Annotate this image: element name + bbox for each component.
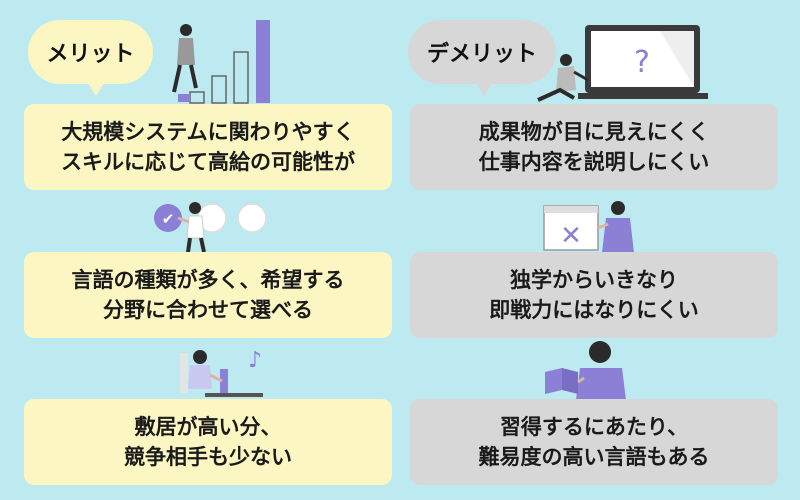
merit-card-3: 敷居が高い分、 競争相手も少ない <box>24 399 392 485</box>
merit-heading-text: メリット <box>46 42 135 67</box>
demerit-card-3: 習得するにあたり、 難易度の高い言語もある <box>410 399 778 485</box>
screen-x-illustration: ✕ <box>543 201 634 253</box>
demerit-heading-text: デメリット <box>426 42 537 67</box>
x-mark-icon: ✕ <box>560 221 582 251</box>
merit-card-2-line1: 言語の種類が多く、希望する <box>71 267 345 292</box>
merit-card-1-line1: 大規模システムに関わりやすく <box>61 119 355 144</box>
demerit-card-3-line2: 難易度の高い言語もある <box>478 445 710 469</box>
merit-card-1: 大規模システムに関わりやすく スキルに応じて高給の可能性が <box>24 104 392 190</box>
music-note-icon: ♪ <box>248 348 262 373</box>
merit-card-2-line2: 分野に合わせて選べる <box>103 298 313 322</box>
laptop-question-illustration: ? <box>537 25 708 102</box>
merit-card-3-line2: 競争相手も少ない <box>124 445 292 469</box>
demerit-card-1-line1: 成果物が目に見えにくく <box>478 119 710 144</box>
check-icon: ✔ <box>162 210 175 228</box>
demerit-card-3-line1: 習得するにあたり、 <box>499 414 689 439</box>
music-desk-illustration: ♪ <box>180 348 263 397</box>
demerit-card-2-line1: 独学からいきなり <box>510 267 678 292</box>
demerit-card-2: 独学からいきなり 即戦力にはなりにくい <box>410 252 778 338</box>
merit-heading: メリット <box>28 20 153 96</box>
climbing-bars-illustration <box>172 20 270 104</box>
demerit-card-2-line2: 即戦力にはなりにくい <box>489 298 699 322</box>
merit-card-1-line2: スキルに応じて高給の可能性が <box>61 150 355 174</box>
reading-book-illustration <box>545 341 626 400</box>
demerit-card-1: 成果物が目に見えにくく 仕事内容を説明しにくい <box>410 104 778 190</box>
check-circles-illustration: ✔ <box>154 202 267 253</box>
merit-card-3-line1: 敷居が高い分、 <box>134 414 282 439</box>
question-mark-icon: ? <box>634 45 650 80</box>
demerit-card-1-line2: 仕事内容を説明しにくい <box>478 150 710 174</box>
merit-card-2: 言語の種類が多く、希望する 分野に合わせて選べる <box>24 252 392 338</box>
demerit-heading: デメリット <box>408 20 556 96</box>
